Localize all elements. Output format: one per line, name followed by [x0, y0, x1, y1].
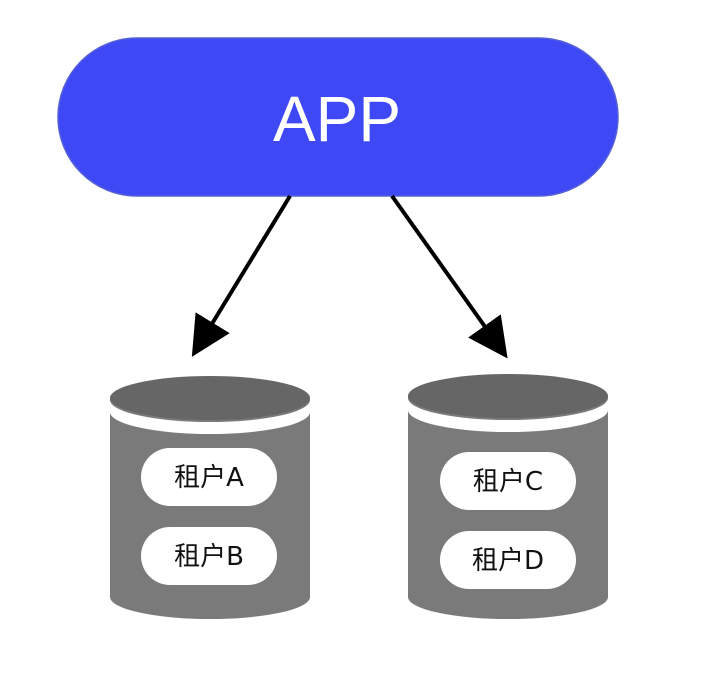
- database-cylinder-left: 租户A 租户B: [110, 376, 310, 619]
- db-top: [408, 374, 608, 418]
- tenant-pill: [440, 531, 576, 589]
- arrow-app-to-db-right: [390, 194, 508, 359]
- tenant-label: 租户A: [174, 463, 244, 493]
- tenant-label: 租户B: [174, 542, 244, 572]
- tenant-label: 租户D: [472, 546, 544, 576]
- tenant-pill: [141, 527, 277, 585]
- arrow-app-to-db-left: [191, 194, 292, 357]
- app-label: APP: [273, 83, 401, 155]
- tenant-pill: [440, 452, 576, 510]
- tenant-label: 租户C: [473, 467, 543, 497]
- app-node: APP: [57, 37, 619, 197]
- db-band: [408, 398, 608, 432]
- app-pill-shape: [57, 37, 619, 197]
- db-top: [110, 376, 310, 420]
- tenant-pill: [141, 448, 277, 506]
- db-band: [110, 400, 310, 434]
- database-cylinder-right: 租户C 租户D: [408, 374, 608, 619]
